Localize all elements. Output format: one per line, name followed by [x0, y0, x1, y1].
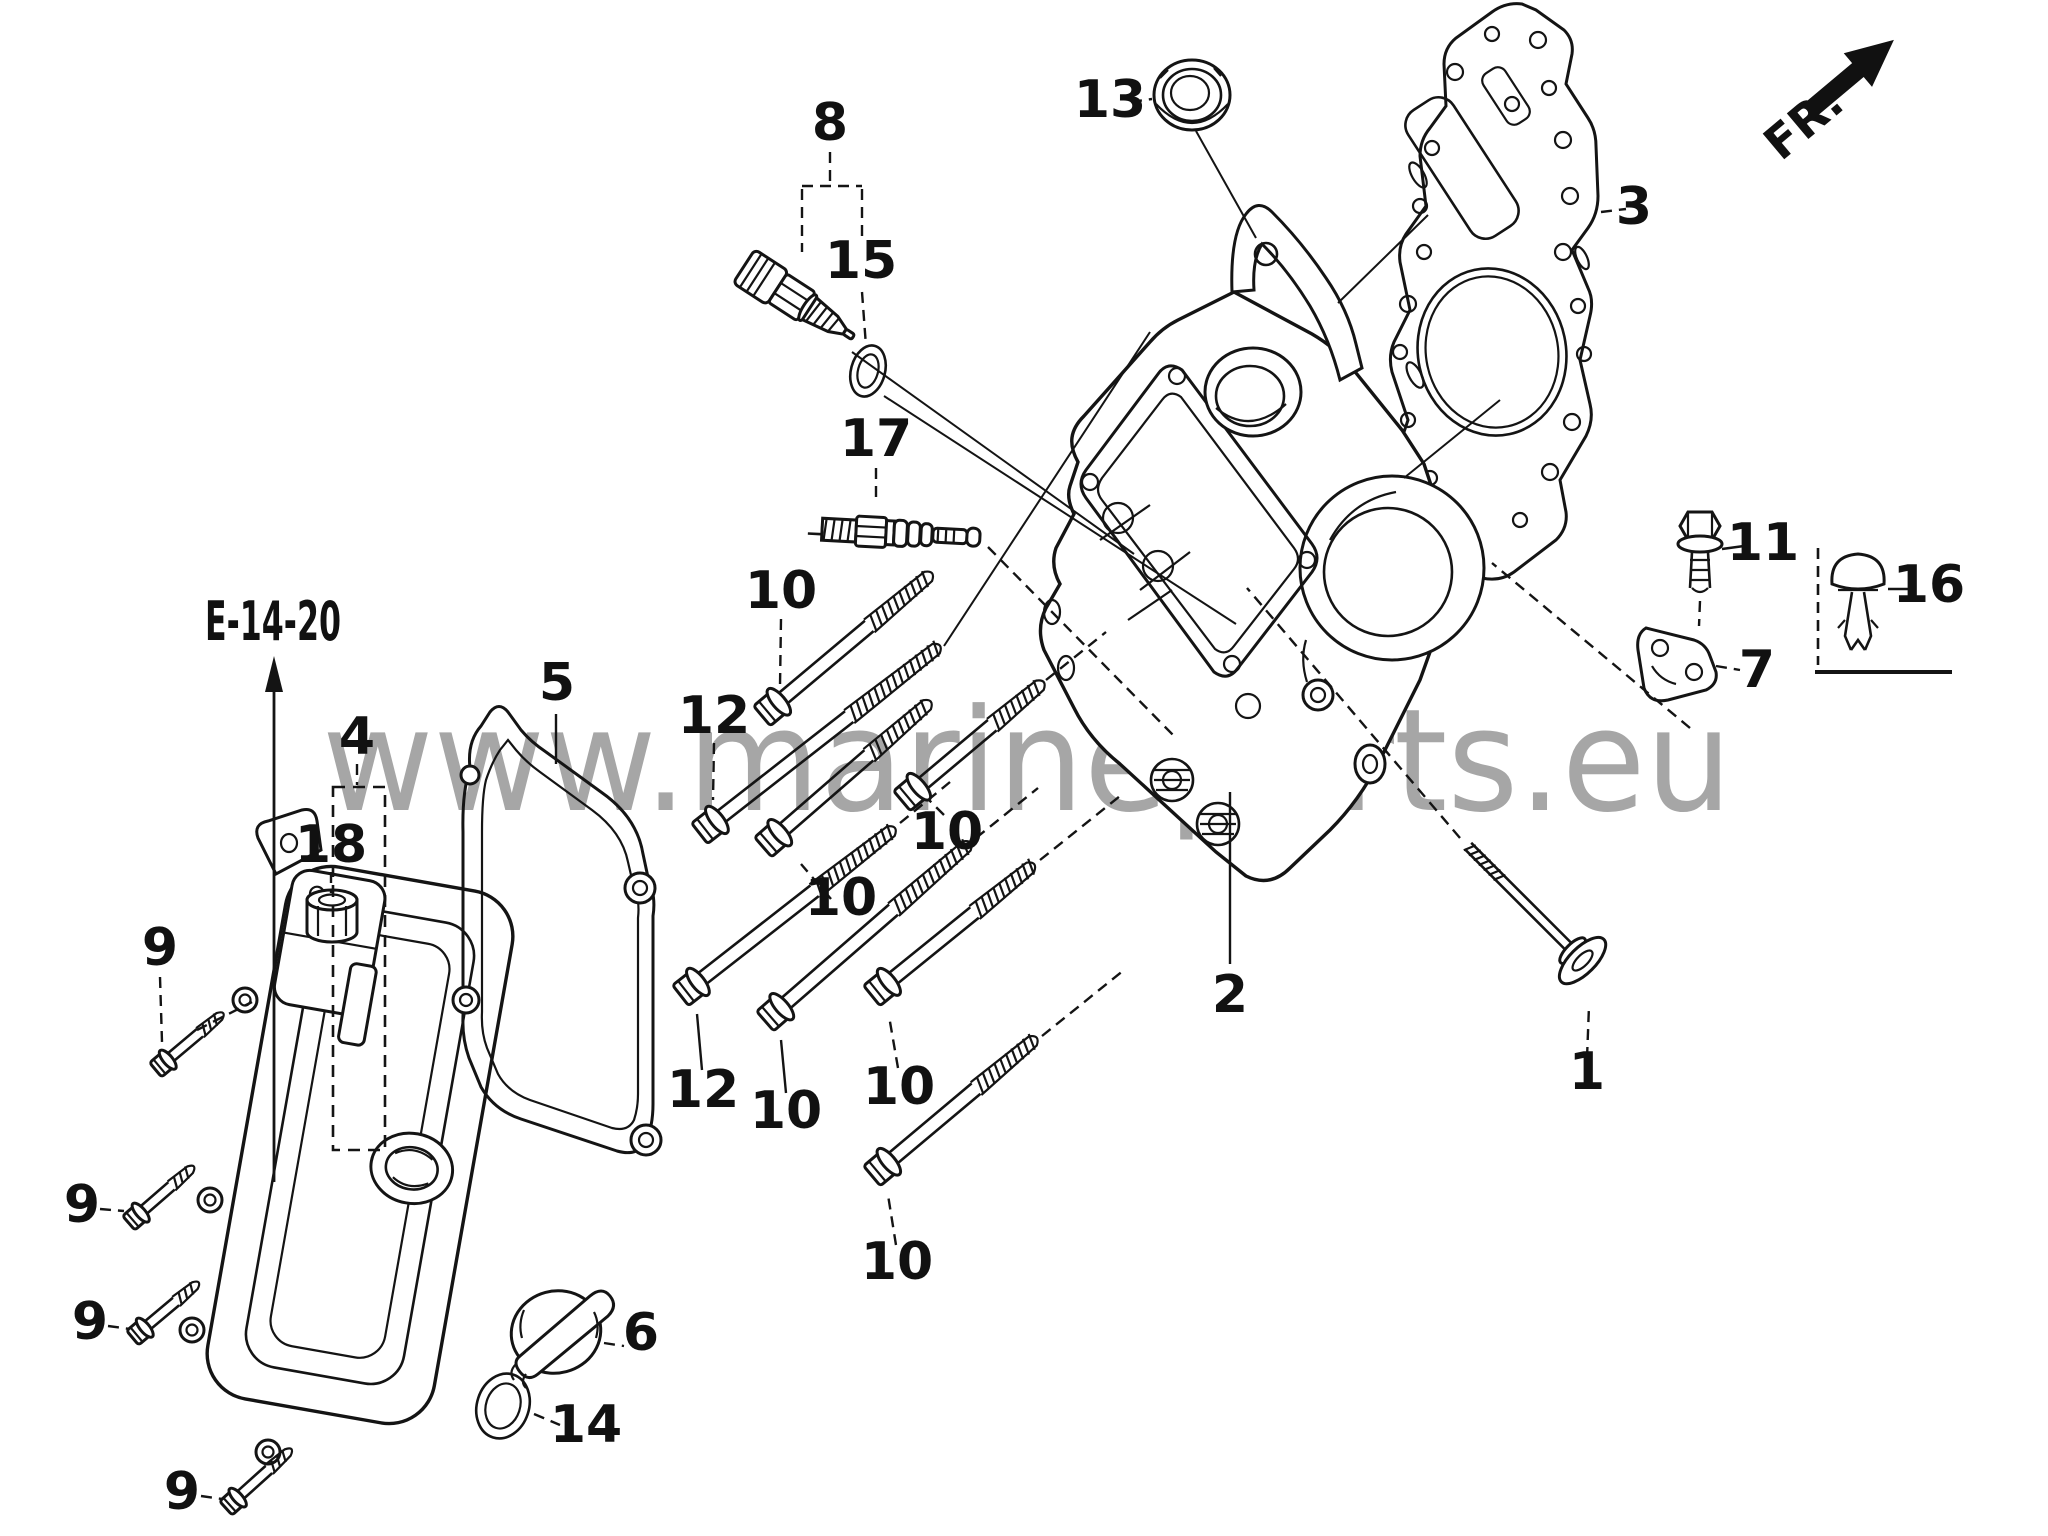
part-label-12: 12	[667, 1060, 739, 1120]
cover-bolt-9	[122, 1164, 196, 1231]
head-bolt	[863, 858, 1037, 1007]
cylinder-head-2	[1038, 204, 1486, 883]
reference-arrowhead	[265, 656, 283, 692]
leader-line	[1585, 1005, 1591, 1059]
leader-line	[851, 351, 1135, 555]
stud-bolt-1	[1463, 841, 1608, 986]
bracket-7	[1636, 626, 1718, 703]
part-label-9: 9	[72, 1292, 108, 1352]
push-clip-16	[1815, 548, 1952, 674]
leader-line	[1403, 399, 1501, 479]
part-label-9: 9	[164, 1462, 200, 1522]
part-label-12: 12	[678, 686, 750, 746]
leader-line	[883, 395, 1237, 625]
part-label-10: 10	[911, 802, 983, 862]
reference-code: E-14-20	[205, 590, 341, 653]
cover-gasket-5	[451, 705, 663, 1157]
cover-bolt-9	[126, 1280, 201, 1346]
cover-bolt-9	[219, 1447, 294, 1516]
reference-e-14-20: E-14-20	[205, 590, 341, 1182]
part-label-11: 11	[1727, 513, 1799, 573]
head-bolt	[691, 640, 942, 844]
leader-line	[533, 1412, 561, 1427]
head-bolt	[753, 570, 935, 727]
part-label-16: 16	[1893, 555, 1965, 615]
part-label-10: 10	[745, 561, 817, 621]
part-label-5: 5	[539, 653, 575, 713]
leader-line	[196, 1000, 253, 1032]
head-bolt	[863, 1033, 1039, 1187]
part-label-9: 9	[64, 1175, 100, 1235]
head-bolt	[756, 838, 973, 1032]
leader-line	[987, 546, 1177, 739]
leader-line	[975, 787, 1039, 839]
leader-line	[1721, 544, 1745, 551]
part-label-14: 14	[550, 1395, 622, 1455]
part-label-15: 15	[825, 231, 897, 291]
head-bolt	[893, 679, 1046, 812]
part-label-4: 4	[339, 707, 375, 767]
cover-bolt-tabs	[178, 986, 282, 1466]
leader-line	[887, 1015, 900, 1069]
leader-line	[158, 976, 164, 1043]
leader-line	[711, 742, 716, 801]
part4-reference-box	[331, 785, 387, 1152]
part-label-10: 10	[805, 868, 877, 928]
leader-line	[899, 781, 951, 824]
leader-line	[860, 291, 868, 347]
thermo-sensor-8	[733, 249, 856, 341]
head-gasket-3	[1388, 2, 1600, 581]
leader-line	[1491, 562, 1691, 729]
leader-line	[99, 1207, 125, 1213]
leader-line	[200, 1494, 223, 1501]
part-label-6: 6	[623, 1303, 659, 1363]
part-label-10: 10	[861, 1232, 933, 1292]
leader-line	[1715, 664, 1741, 672]
o-ring-14	[474, 1372, 532, 1440]
leader-line	[1045, 631, 1107, 681]
leader-line	[1195, 130, 1257, 239]
leader-line	[928, 799, 945, 816]
part-label-18: 18	[295, 815, 367, 875]
part-label-10: 10	[750, 1081, 822, 1141]
cover-bolt-9	[149, 1011, 225, 1078]
part-label-3: 3	[1616, 177, 1652, 237]
leader-line	[1337, 214, 1429, 304]
flange-bolt-11	[1676, 510, 1724, 594]
part-label-1: 1	[1569, 1042, 1605, 1102]
part-label-17: 17	[840, 409, 912, 469]
seal-13	[1152, 58, 1232, 132]
part-label-8: 8	[812, 93, 848, 153]
bolts-layer	[122, 570, 1046, 1516]
leader-line	[886, 1194, 898, 1246]
part-label-2: 2	[1212, 965, 1248, 1025]
oil-filler-cap-6	[509, 1289, 615, 1389]
part-label-10: 10	[863, 1057, 935, 1117]
leader-line	[779, 1039, 788, 1094]
leader-line	[107, 1324, 131, 1331]
part-label-7: 7	[1739, 640, 1775, 700]
leader-line	[603, 1341, 625, 1348]
leader-line	[1697, 600, 1702, 627]
leader-line	[1246, 587, 1461, 839]
spark-plug-17	[807, 514, 982, 549]
head-bolt	[672, 823, 897, 1006]
leader-line	[943, 331, 1151, 647]
part-label-13: 13	[1074, 70, 1146, 130]
leader-line	[1130, 97, 1153, 104]
fr-arrow-icon	[1803, 39, 1894, 118]
leader-lines-layer	[99, 97, 1908, 1501]
leader-line	[1600, 207, 1627, 214]
leader-line	[778, 618, 783, 687]
part-label-9: 9	[142, 918, 178, 978]
leader-line	[695, 1013, 704, 1071]
head-bolt	[754, 698, 933, 858]
